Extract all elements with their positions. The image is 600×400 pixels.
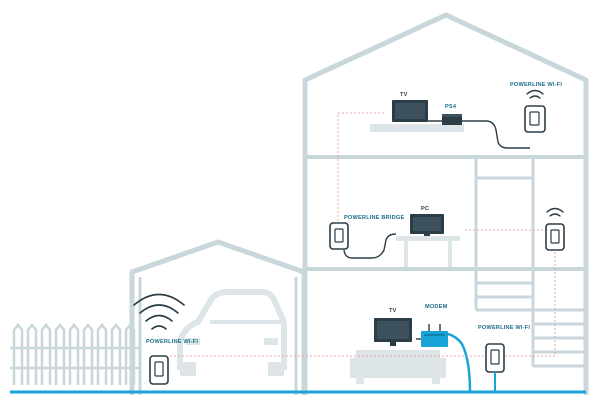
house <box>302 12 589 395</box>
car <box>177 289 287 376</box>
tv-top <box>392 100 428 122</box>
powerline-adapter-middle <box>545 223 565 251</box>
tv-bottom <box>374 318 412 346</box>
wifi-signal-icon <box>526 89 544 99</box>
label-bottom-wifi: POWERLINE WI-FI <box>478 325 530 331</box>
pc-monitor <box>410 214 444 236</box>
label-top-tv: TV <box>400 92 408 98</box>
label-top-wifi: POWERLINE WI-FI <box>510 82 562 88</box>
modem-device <box>421 324 448 347</box>
label-bottom-tv: TV <box>389 308 397 314</box>
label-garage-wifi: POWERLINE WI-FI <box>146 339 198 345</box>
fence <box>10 322 140 385</box>
network-links <box>168 112 556 357</box>
wifi-signal-icon <box>133 293 185 330</box>
label-pc: PC <box>421 206 429 212</box>
modem-cable <box>447 332 472 393</box>
label-modem: MODEM <box>425 304 448 310</box>
staircase <box>476 176 586 368</box>
powerline-adapter-top <box>524 105 546 133</box>
powerline-bridge-adapter <box>329 222 349 250</box>
label-ps4: PS4 <box>445 104 457 110</box>
wifi-signal-icon <box>546 207 564 217</box>
ps4-console <box>442 114 462 125</box>
powerline-adapter-garage <box>149 355 169 385</box>
furniture <box>350 124 464 384</box>
label-bridge: POWERLINE BRIDGE <box>344 215 404 221</box>
powerline-adapter-ground <box>485 343 505 373</box>
